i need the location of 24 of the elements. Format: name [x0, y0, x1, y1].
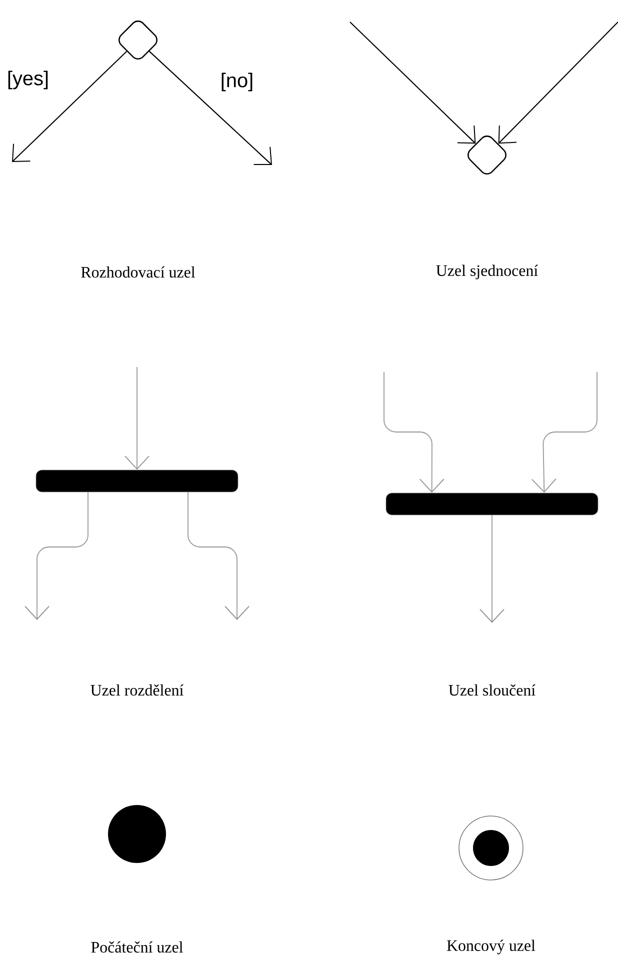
arrow	[124, 366, 150, 470]
arrow	[480, 514, 504, 623]
arrow	[24, 492, 88, 620]
arrow	[350, 22, 476, 144]
caption: Uzel sloučení	[448, 684, 536, 696]
caption: Uzel sjednocení	[436, 264, 538, 280]
arrow	[531, 372, 598, 493]
caption: Rozhodovací uzel	[81, 266, 196, 278]
caption: Koncový uzel	[446, 940, 536, 954]
caption: Počáteční uzel	[91, 941, 183, 953]
bar-node	[386, 492, 598, 516]
arrow	[498, 22, 618, 144]
caption: Uzel rozdělení	[90, 684, 184, 696]
diamond-node	[468, 136, 506, 174]
arrow	[12, 50, 128, 162]
arrow	[148, 50, 272, 166]
arrow	[384, 372, 444, 493]
bar-node	[36, 470, 238, 492]
edge-label: [no]	[219, 72, 255, 92]
edge-label: [yes]	[6, 70, 50, 90]
initial-node	[108, 805, 166, 863]
diamond-node	[118, 20, 158, 60]
arrow	[188, 492, 250, 620]
final-node	[458, 816, 524, 880]
